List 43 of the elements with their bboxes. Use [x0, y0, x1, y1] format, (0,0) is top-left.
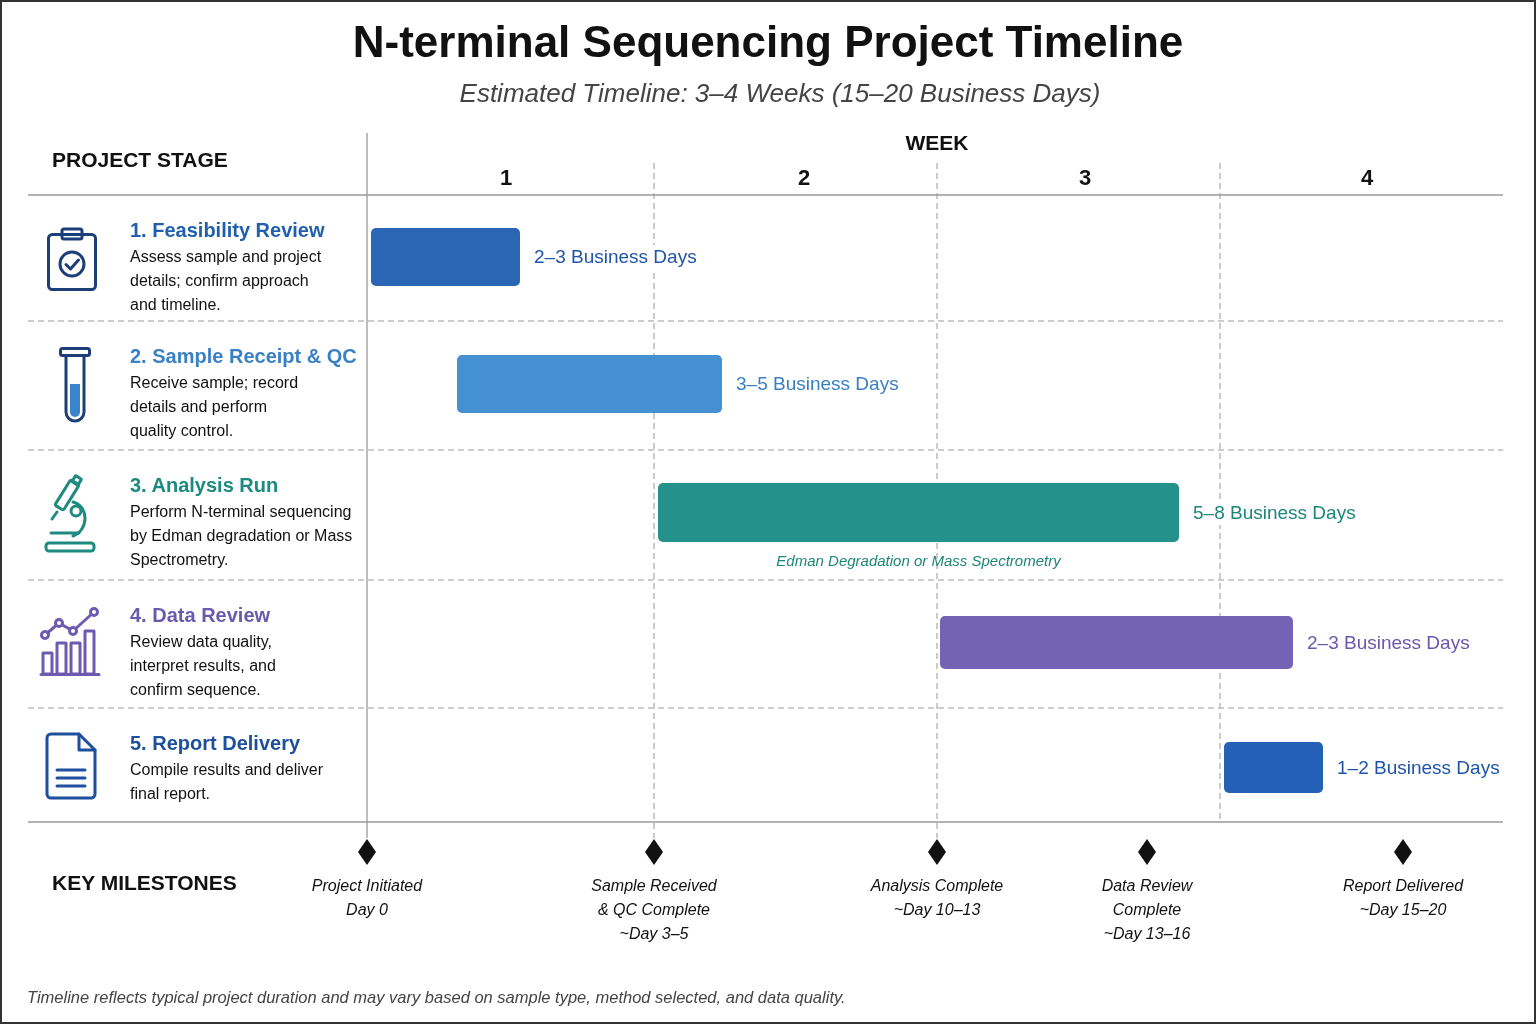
week-number: 2 — [797, 165, 811, 191]
milestone-date: ~Day 3–5 — [619, 924, 689, 944]
duration-label: 2–3 Business Days — [531, 245, 700, 269]
duration-label: 5–8 Business Days — [1190, 500, 1359, 525]
week-number: 4 — [1360, 165, 1374, 191]
milestone-name: Report Delivered — [1342, 876, 1464, 896]
milestone-name: Sample Received & QC Complete — [590, 876, 718, 920]
gantt-bar — [940, 616, 1293, 669]
column-heading: PROJECT STAGE — [52, 148, 228, 172]
stage-title: 5. Report Delivery — [130, 731, 301, 755]
row-heading: KEY MILESTONES — [52, 871, 237, 895]
stage-title: 4. Data Review — [130, 603, 271, 627]
gantt-bar — [371, 228, 520, 286]
milestone-diamond-icon — [645, 839, 663, 865]
milestone-date: ~Day 15–20 — [1359, 900, 1447, 920]
milestone-date: Day 0 — [346, 900, 388, 920]
milestone-diamond-icon — [1138, 839, 1156, 865]
stage-title: 1. Feasibility Review — [130, 218, 325, 242]
footnote: Timeline reflects typical project duration and may vary based on sample type, method selected, and data quality. — [27, 987, 846, 1007]
stage-description: Compile results and deliver final report. — [130, 760, 324, 804]
milestone-name: Project Initiated — [311, 876, 423, 896]
stage-description: Perform N-terminal sequencing by Edman degradation or Mass Spectrometry. — [130, 502, 354, 570]
milestone-date: ~Day 10–13 — [893, 900, 981, 920]
stage-description: Receive sample; record details and perform quality control. — [130, 373, 300, 441]
milestone-diamond-icon — [358, 839, 376, 865]
milestone-name: Data Review Complete — [1100, 876, 1194, 920]
gantt-bar — [1224, 742, 1323, 793]
gantt-bar — [658, 483, 1179, 542]
title: N-terminal Sequencing Project Timeline — [352, 17, 1184, 67]
milestone-diamond-icon — [928, 839, 946, 865]
week-number: 3 — [1078, 165, 1092, 191]
method-note: Edman Degradation or Mass Spectrometry — [776, 551, 1061, 569]
stage-description: Review data quality, interpret results, and confirm sequence. — [130, 632, 277, 700]
milestone-diamond-icon — [1394, 839, 1412, 865]
gantt-bar — [457, 355, 722, 413]
week-number: 1 — [499, 165, 513, 191]
axis-heading: WEEK — [905, 131, 969, 155]
milestone-date: ~Day 13–16 — [1103, 924, 1191, 944]
stage-title: 2. Sample Receipt & QC — [130, 344, 357, 368]
stage-title: 3. Analysis Run — [130, 473, 279, 497]
stage-description: Assess sample and project details; confirm approach and timeline. — [130, 247, 323, 315]
milestone-name: Analysis Complete — [870, 876, 1004, 896]
subtitle: Estimated Timeline: 3–4 Weeks (15–20 Business Days) — [459, 77, 1101, 109]
